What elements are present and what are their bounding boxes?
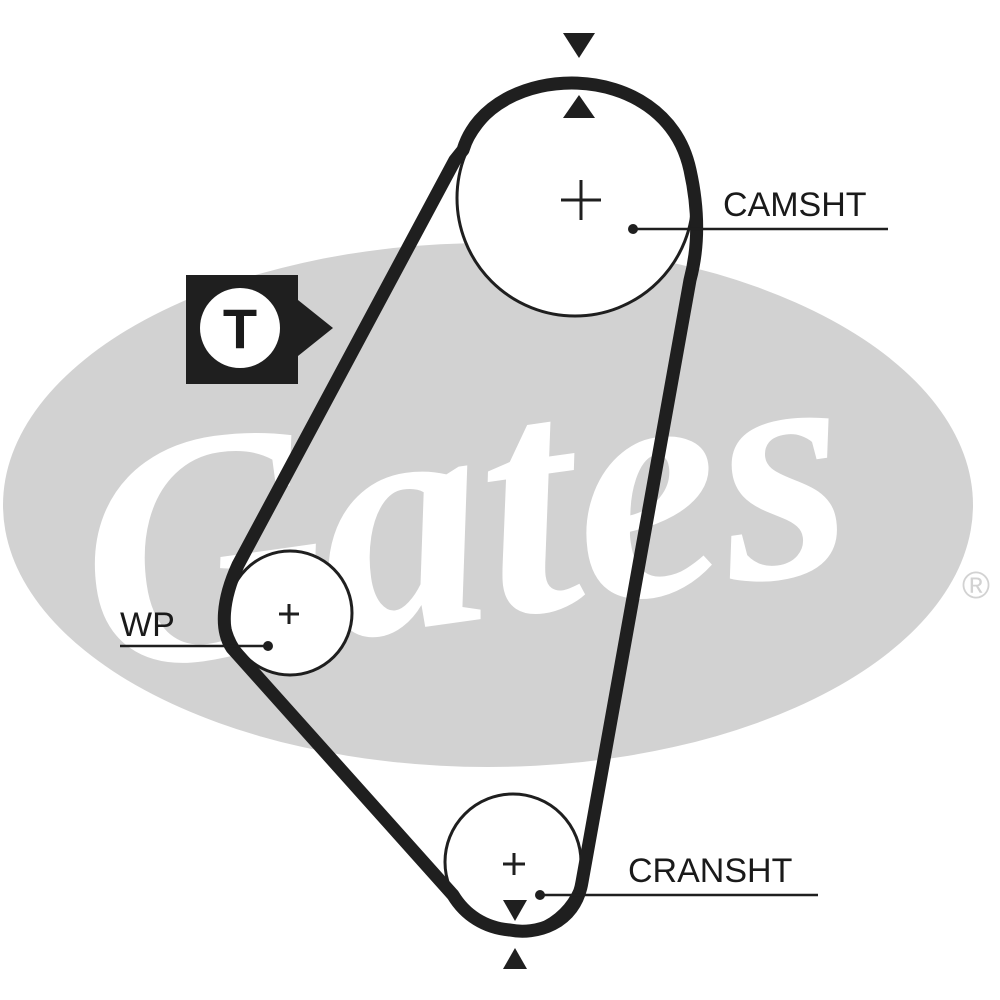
camshaft-callout: CAMSHT — [628, 186, 888, 234]
tensioner-letter: T — [223, 297, 257, 360]
registered-mark: ® — [962, 565, 990, 607]
timing-marks — [503, 33, 595, 969]
brand-watermark: Gates ® — [3, 243, 990, 767]
water-pump-label: WP — [120, 606, 175, 644]
water-pump-callout: WP — [120, 606, 273, 651]
triangle-marker-icon — [563, 33, 595, 58]
plus-icon — [503, 853, 525, 875]
tensioner-indicator: T — [186, 275, 333, 384]
pulleys — [226, 78, 695, 932]
water-pump-pulley — [226, 549, 354, 677]
plus-icon — [279, 604, 299, 624]
crankshaft-label: CRANSHT — [628, 852, 792, 890]
callouts: CAMSHT WP CRANSHT — [120, 186, 888, 900]
tensioner-circle — [200, 288, 280, 368]
camshaft-label: CAMSHT — [723, 186, 867, 224]
plus-icon — [561, 180, 601, 220]
triangle-marker-icon — [503, 900, 527, 921]
crankshaft-callout: CRANSHT — [535, 852, 818, 900]
triangle-marker-icon — [563, 95, 595, 118]
triangle-marker-icon — [503, 948, 527, 969]
